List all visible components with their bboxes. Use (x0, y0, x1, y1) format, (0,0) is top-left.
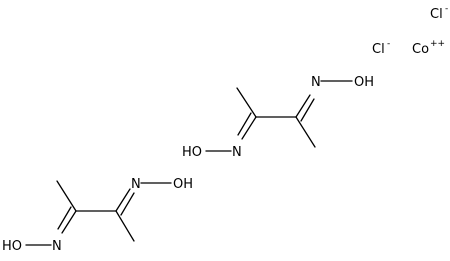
dimethylglyoxime-lower: N OH N HO (2, 177, 193, 254)
upper-c-n-right-double (300, 98, 315, 122)
chloride-top-symbol: Cl (430, 7, 443, 22)
lower-c-n-left-double (57, 206, 72, 230)
cobalt-charge: ++ (430, 39, 445, 49)
cobalt-symbol: Co (412, 42, 429, 57)
chloride-left-charge: - (387, 39, 390, 49)
upper-nitrogen-left: N (232, 145, 242, 160)
lower-methyl-left-bond (56, 180, 77, 212)
upper-methyl-right-bond (295, 116, 316, 148)
upper-c-n-left-double (237, 112, 252, 136)
upper-hydroxyl-right: OH (354, 75, 374, 90)
lower-c-n-right-bond (115, 188, 131, 212)
lower-c-n-left-bond (61, 210, 77, 234)
upper-c-n-right-bond (295, 94, 311, 118)
chloride-top-charge: - (445, 4, 448, 14)
chloride-ion-left: Cl - (372, 39, 390, 57)
chloride-ion-top: Cl - (430, 4, 448, 22)
upper-nitrogen-right: N (311, 75, 321, 90)
lower-hydroxyl-right: OH (173, 177, 193, 192)
chloride-left-symbol: Cl (372, 42, 385, 57)
cobalt-ion: Co ++ (412, 39, 445, 57)
lower-methyl-right-bond (115, 210, 135, 242)
lower-nitrogen-right: N (131, 177, 141, 192)
dimethylglyoxime-upper: N OH N HO (182, 75, 374, 160)
upper-c-n-left-bond (241, 116, 257, 140)
lower-nitrogen-left: N (52, 239, 62, 254)
upper-methyl-left-bond (236, 87, 257, 118)
lower-hydroxyl-left: HO (2, 239, 22, 254)
lower-c-n-right-double (120, 192, 135, 216)
upper-hydroxyl-left: HO (182, 145, 202, 160)
